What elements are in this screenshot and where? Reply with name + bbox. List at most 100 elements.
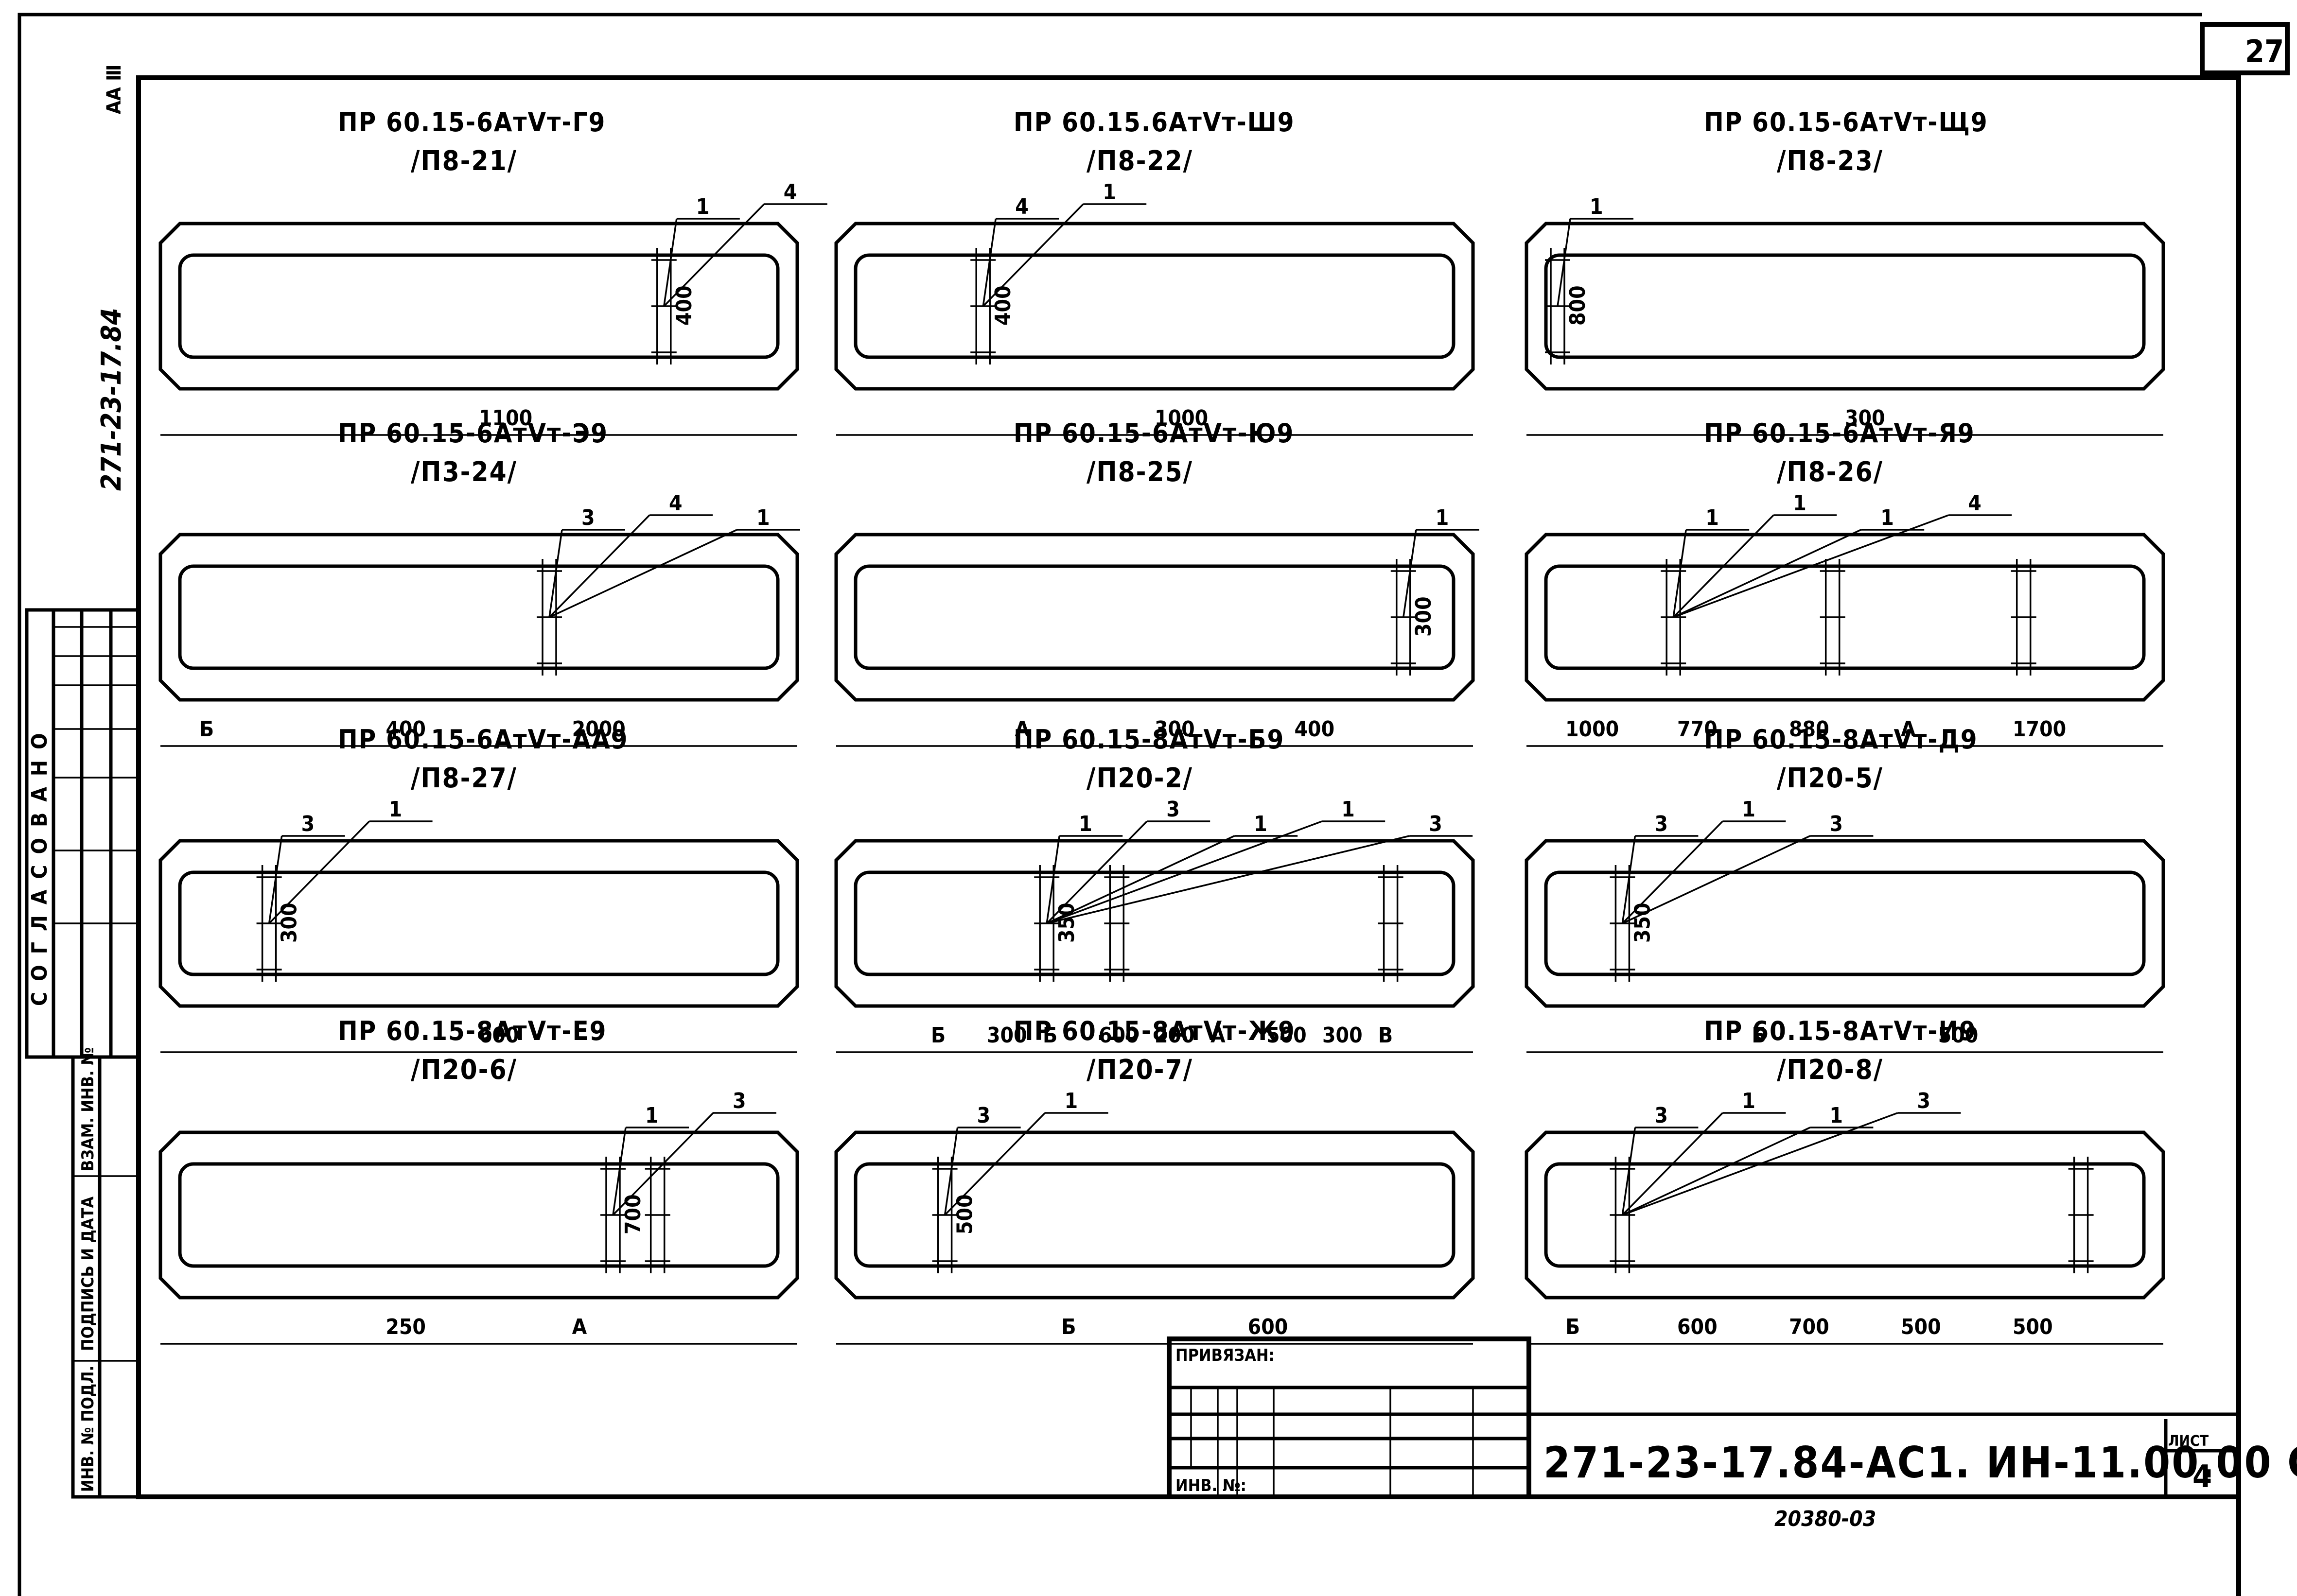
- dimension-label: 500: [953, 1194, 978, 1234]
- callout-label: 3: [1917, 1089, 1930, 1113]
- panel-ref: /П3-24/: [411, 456, 517, 488]
- dimension-label: 800: [1565, 285, 1590, 326]
- callout-label: 4: [1015, 194, 1029, 219]
- dimension-label: 500: [2013, 1315, 2053, 1339]
- dimension-label: 880: [1789, 717, 1829, 742]
- panel-title: ПР 60.15.6АтⅤт-Ш9: [1014, 107, 1295, 138]
- dimension-label: Б: [1565, 1315, 1580, 1339]
- dimension-label: 1100: [479, 406, 532, 431]
- dimension-label: В: [1378, 1023, 1393, 1048]
- sheet-label: ЛИСТ: [2168, 1433, 2209, 1450]
- dimension-label: 600: [1099, 1023, 1139, 1048]
- dimension-label: 400: [1295, 717, 1335, 742]
- callout-label: 3: [1166, 797, 1180, 822]
- dimension-label: 700: [621, 1194, 646, 1234]
- dimension-label: Б: [1043, 1023, 1057, 1048]
- panel-11: [834, 1112, 1475, 1345]
- dimension-label: 400: [672, 285, 697, 326]
- dimension-label: 1700: [2013, 717, 2066, 742]
- dimension-label: 350: [1054, 902, 1079, 943]
- panel-ref: /П8-23/: [1777, 145, 1883, 177]
- inv-label: ИНВ. №:: [1175, 1476, 1246, 1495]
- panel-2: [834, 203, 1475, 436]
- panel-title: ПР 60.15-8АтⅤт-Д9: [1704, 724, 1978, 755]
- callout-label: 1: [645, 1103, 659, 1128]
- dimension-label: 300: [277, 902, 302, 943]
- panel-3: [1525, 218, 2165, 436]
- callout-label: 3: [301, 812, 315, 836]
- panel-opening: [178, 564, 780, 670]
- dimension-label: 200: [1155, 1023, 1195, 1048]
- panel-9: [1525, 820, 2165, 1053]
- side-mark: АА Ⅲ: [103, 65, 125, 114]
- dimension-label: 770: [1677, 717, 1718, 742]
- panel-title: ПР 60.15-6АтⅤт-Э9: [338, 418, 608, 449]
- callout-label: 3: [1829, 812, 1843, 836]
- panel-outline: [1525, 533, 2165, 702]
- dimension-label: 400: [386, 717, 426, 742]
- panel-opening: [178, 1162, 780, 1268]
- panel-opening: [178, 253, 780, 359]
- callout-label: 1: [1103, 180, 1116, 205]
- callout-label: 1: [1829, 1103, 1843, 1128]
- panel-ref: /П20-6/: [411, 1054, 517, 1086]
- callout-label: 1: [1705, 505, 1719, 530]
- callout-label: 3: [1429, 812, 1442, 836]
- panel-ref: /П8-26/: [1777, 456, 1883, 488]
- dimension-label: 300: [1322, 1023, 1363, 1048]
- stamp-field-original-inv: ИНВ. № ПОДЛ.: [78, 1366, 98, 1492]
- panel-opening: [854, 1162, 1455, 1268]
- dimension-label: 600: [1677, 1315, 1718, 1339]
- panel-outline: [1525, 222, 2165, 391]
- dimension-label: 350: [1630, 902, 1655, 943]
- outer-frame: [18, 13, 2202, 1596]
- dimension-label: Б: [931, 1023, 946, 1048]
- dimension-label: 1000: [1155, 406, 1208, 431]
- panel-title: ПР 60.15-8АтⅤт-Б9: [1014, 724, 1284, 755]
- panel-ref: /П20-7/: [1087, 1054, 1193, 1086]
- panel-ref: /П20-5/: [1777, 763, 1883, 794]
- callout-label: 3: [581, 505, 595, 530]
- dimension-label: 500: [1266, 1023, 1307, 1048]
- callout-label: 1: [1254, 812, 1267, 836]
- panel-ref: /П20-2/: [1087, 763, 1193, 794]
- panel-title: ПР 60.15-6АтⅤт-Ю9: [1014, 418, 1294, 449]
- panel-8: [834, 820, 1475, 1053]
- panel-opening: [854, 253, 1455, 359]
- dimension-label: 700: [1789, 1315, 1829, 1339]
- panel-title: ПР 60.15-6АтⅤт-АА9: [338, 724, 629, 755]
- panel-outline: [834, 533, 1475, 702]
- panel-outline: [158, 1130, 799, 1300]
- panel-1: [158, 203, 827, 436]
- panel-title: ПР 60.15-8АтⅤт-Е9: [338, 1016, 607, 1046]
- panel-ref: /П8-22/: [1087, 145, 1193, 177]
- panel-outline: [1525, 839, 2165, 1008]
- panel-outline: [834, 839, 1475, 1008]
- panel-outline: [1525, 1130, 2165, 1300]
- callout-label: 4: [1968, 491, 1981, 516]
- panel-10: [158, 1112, 799, 1345]
- panel-opening: [1544, 253, 2146, 359]
- callout-label: 1: [1793, 491, 1806, 516]
- panel-outline: [158, 222, 799, 391]
- callout-label: 1: [1436, 505, 1449, 530]
- bound-label: ПРИВЯЗАН:: [1175, 1346, 1275, 1365]
- dimension-label: 300: [1155, 717, 1195, 742]
- dimension-label: Б: [1752, 1023, 1766, 1048]
- dimension-label: 400: [991, 285, 1016, 326]
- dimension-label: А: [1015, 717, 1030, 742]
- callout-label: 1: [389, 797, 403, 822]
- callout-label: 4: [669, 491, 683, 516]
- panel-outline: [834, 1130, 1475, 1300]
- dimension-label: 500: [1901, 1315, 1941, 1339]
- callout-label: 3: [977, 1103, 991, 1128]
- panel-title: ПР 60.15-6АтⅤт-Щ9: [1704, 107, 1988, 138]
- panel-outline: [158, 839, 799, 1008]
- callout-label: 1: [1880, 505, 1894, 530]
- panel-opening: [1544, 870, 2146, 976]
- archive-number: 20380-03: [1774, 1507, 1876, 1531]
- dimension-label: 300: [1411, 596, 1436, 637]
- callout-label: 1: [1590, 194, 1603, 219]
